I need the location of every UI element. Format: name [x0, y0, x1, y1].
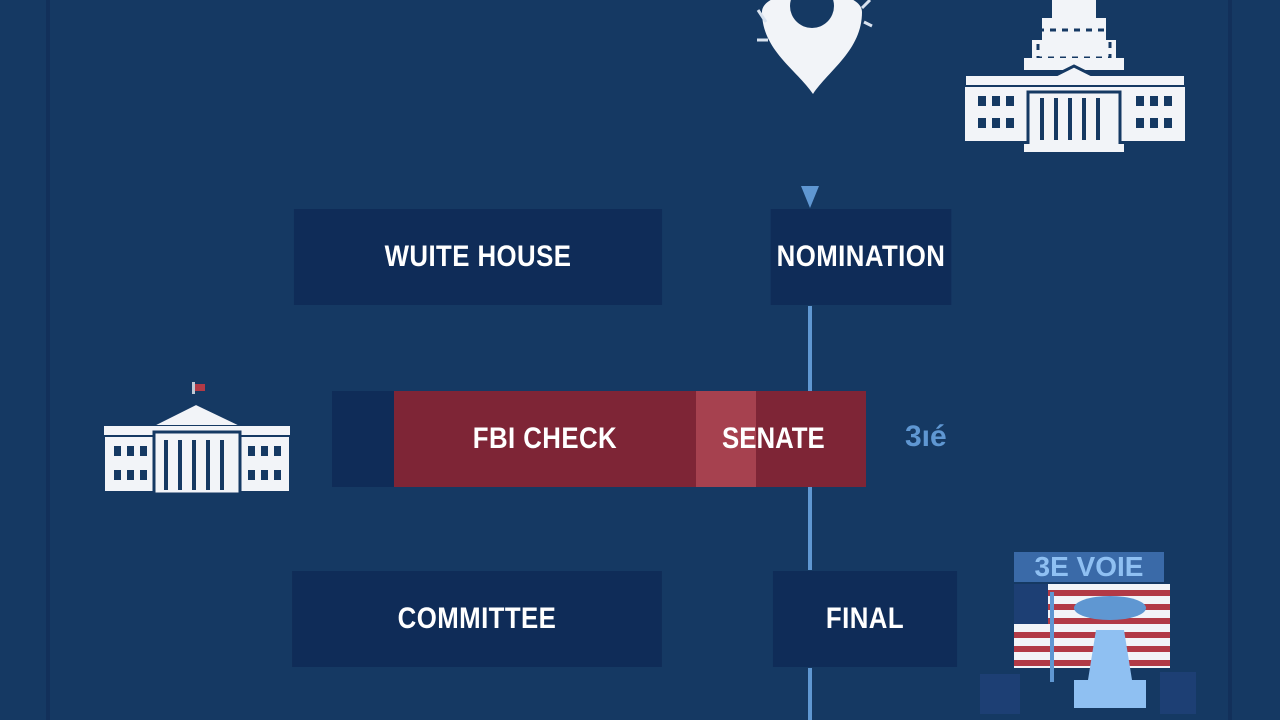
step-background-strip	[332, 391, 394, 487]
step-committee-label: COMMITTEE	[397, 602, 557, 635]
side-label: 3ıé	[905, 420, 947, 453]
vote-sign-label: 3E VOIE	[1014, 552, 1164, 582]
step-final: FINAL	[772, 571, 958, 667]
step-senate-label: SENATE	[722, 422, 825, 455]
step-fbi-check: FBI CHECK	[394, 391, 696, 487]
white-house-icon	[103, 382, 291, 496]
voting-flag-icon	[980, 584, 1196, 714]
timeline-segment-middle	[808, 486, 812, 570]
background-line-right	[1228, 0, 1232, 720]
step-committee: COMMITTEE	[292, 571, 662, 667]
step-fbi-check-label: FBI CHECK	[472, 422, 618, 455]
background-line-left	[46, 0, 50, 720]
step-senate-right	[756, 391, 866, 487]
timeline-segment-upper	[808, 306, 812, 392]
step-senate	[696, 391, 756, 487]
step-white-house-label: WUITE HOUSE	[384, 240, 572, 273]
capitol-building-icon	[963, 0, 1187, 152]
step-nomination-label: NOMINATION	[776, 240, 946, 273]
step-nomination: NOMINATION	[770, 209, 952, 305]
step-white-house: WUITE HOUSE	[293, 209, 663, 305]
timeline-segment-lower	[808, 668, 812, 720]
location-pin-icon	[756, 0, 873, 94]
timeline-arrow	[801, 186, 819, 208]
step-final-label: FINAL	[825, 602, 905, 635]
